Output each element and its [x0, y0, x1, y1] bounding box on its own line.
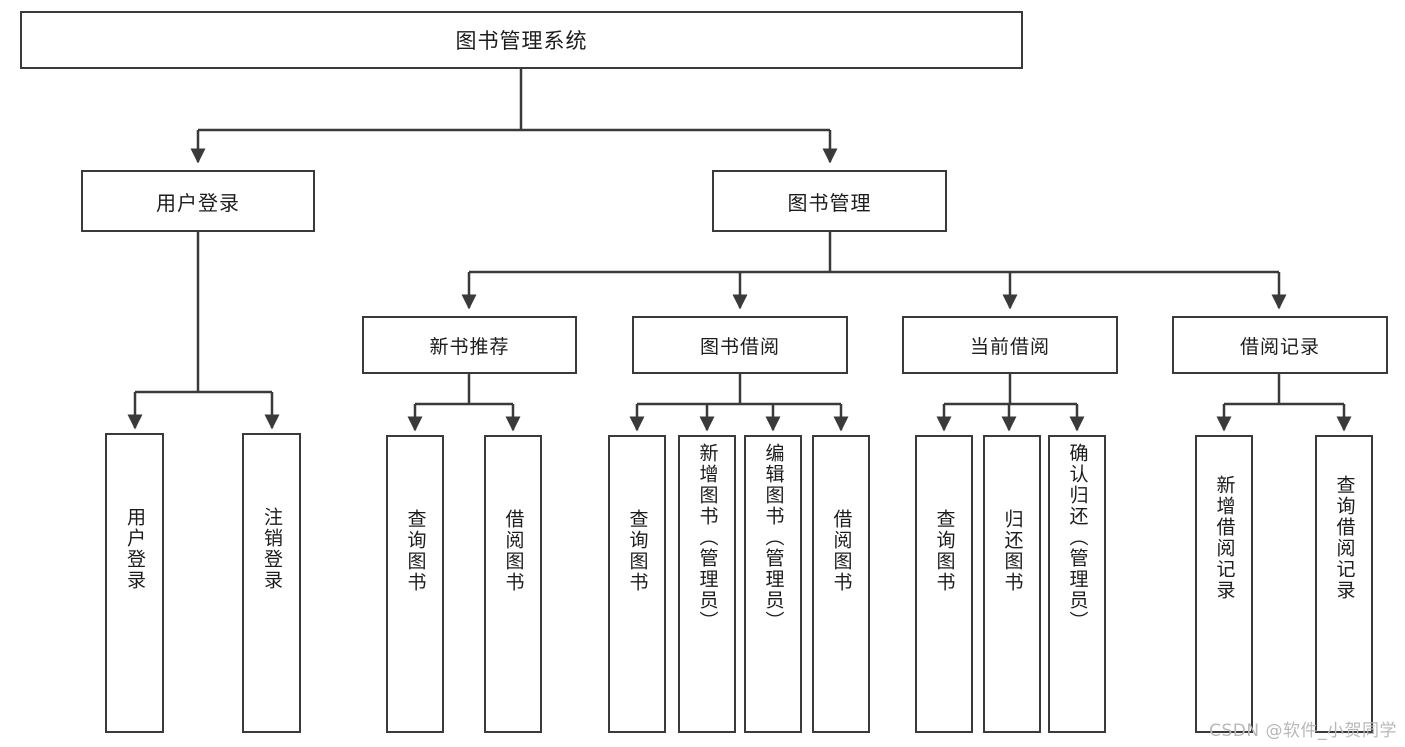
leaf-current-query-book[interactable]: 查询图书: [915, 435, 973, 733]
node-root-label: 图书管理系统: [455, 29, 588, 53]
leaf-borrow-query-book[interactable]: 查询图书: [608, 435, 666, 733]
leaf-user-login-logout[interactable]: 注销登录: [242, 433, 301, 733]
leaf-current-confirm-return[interactable]: 确认归还（管理员）: [1048, 435, 1106, 733]
node-current-borrow[interactable]: 当前借阅: [902, 316, 1118, 374]
leaf-borrow-add-book[interactable]: 新增图书（管理员）: [678, 435, 736, 733]
node-book-management-label: 图书管理: [787, 190, 872, 215]
node-new-book-recommend-label: 新书推荐: [429, 335, 510, 358]
leaf-borrow-borrow-book-label: 借阅图书: [830, 509, 853, 593]
leaf-record-add[interactable]: 新增借阅记录: [1195, 435, 1253, 733]
leaf-borrow-edit-book-label: 编辑图书（管理员）: [762, 443, 785, 632]
leaf-borrow-query-book-label: 查询图书: [626, 509, 649, 593]
node-book-management[interactable]: 图书管理: [712, 170, 947, 232]
leaf-borrow-edit-book[interactable]: 编辑图书（管理员）: [744, 435, 802, 733]
leaf-user-login-login-label: 用户登录: [124, 507, 146, 591]
leaf-new-book-borrow[interactable]: 借阅图书: [484, 435, 542, 733]
leaf-record-add-label: 新增借阅记录: [1213, 475, 1236, 601]
leaf-new-book-borrow-label: 借阅图书: [502, 509, 525, 593]
node-current-borrow-label: 当前借阅: [969, 335, 1050, 358]
leaf-record-query-label: 查询借阅记录: [1333, 475, 1356, 601]
leaf-borrow-add-book-label: 新增图书（管理员）: [696, 443, 719, 632]
leaf-user-login-logout-label: 注销登录: [261, 507, 283, 591]
node-root[interactable]: 图书管理系统: [20, 11, 1023, 69]
node-book-borrow[interactable]: 图书借阅: [632, 316, 848, 374]
node-borrow-record-label: 借阅记录: [1239, 335, 1320, 358]
leaf-current-return-book[interactable]: 归还图书: [983, 435, 1041, 733]
leaf-new-book-query-label: 查询图书: [404, 509, 427, 593]
node-user-login[interactable]: 用户登录: [81, 170, 315, 232]
node-new-book-recommend[interactable]: 新书推荐: [362, 316, 577, 374]
leaf-record-query[interactable]: 查询借阅记录: [1315, 435, 1373, 733]
leaf-new-book-query[interactable]: 查询图书: [386, 435, 444, 733]
watermark-text: CSDN @软件_小贺同学: [1209, 721, 1397, 741]
node-book-borrow-label: 图书借阅: [699, 335, 780, 358]
leaf-borrow-borrow-book[interactable]: 借阅图书: [812, 435, 870, 733]
leaf-current-query-book-label: 查询图书: [933, 509, 956, 593]
node-user-login-label: 用户登录: [156, 190, 240, 215]
leaf-user-login-login[interactable]: 用户登录: [105, 433, 164, 733]
node-borrow-record[interactable]: 借阅记录: [1172, 316, 1388, 374]
leaf-current-confirm-return-label: 确认归还（管理员）: [1066, 443, 1089, 632]
leaf-current-return-book-label: 归还图书: [1001, 509, 1024, 593]
